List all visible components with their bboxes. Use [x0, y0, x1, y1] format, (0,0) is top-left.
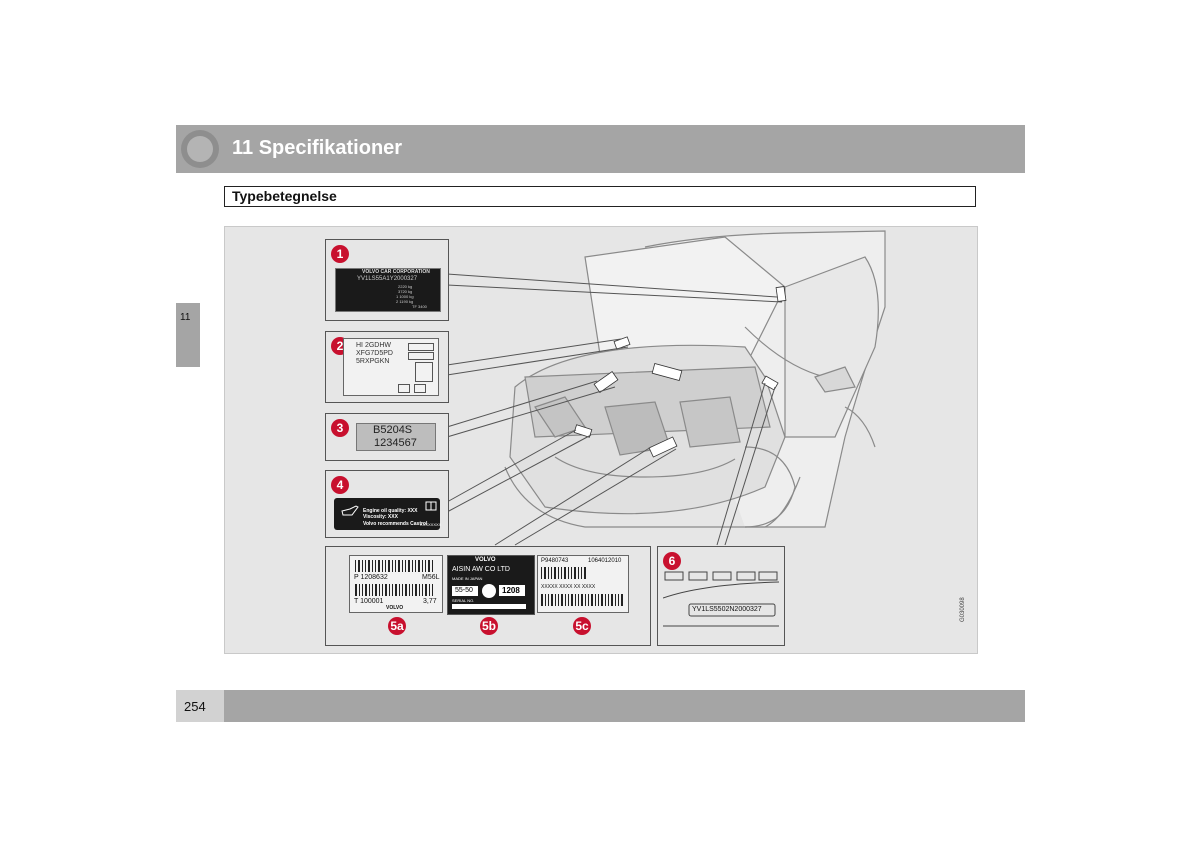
callout-badge-5c: 5c	[573, 617, 591, 635]
chapter-side-tab	[176, 303, 200, 367]
oil-quality: Engine oil quality: XXX	[363, 508, 418, 514]
plate-2-box	[408, 343, 434, 351]
plate-5b-field	[452, 586, 478, 596]
volvo-logo-text: VOLVO	[386, 605, 404, 611]
chapter-title: 11 Specifikationer	[232, 137, 403, 159]
chapter-icon	[181, 130, 219, 168]
plate-5c-code-row: XXXXX XXXX XX XXXX	[541, 584, 596, 590]
plate-5b-origin: MADE IN JAPAN	[452, 576, 483, 581]
callout-badge-5a: 5a	[388, 617, 406, 635]
barcode	[541, 567, 586, 579]
plate-1-line: 3720 kg	[398, 289, 413, 294]
vehicle-id-plate	[335, 268, 441, 312]
oil-can-icon	[341, 505, 359, 516]
engine-type: B5204S	[373, 424, 413, 436]
gearbox-part-number: P 1208632	[354, 574, 388, 581]
barcode	[355, 584, 433, 596]
plate-5c-number: 1064012010	[588, 558, 622, 564]
plate-2-box	[415, 362, 433, 382]
plate-2-box	[414, 384, 426, 393]
plate-5b-serial-field	[452, 604, 526, 609]
windscreen-vin-detail	[663, 571, 780, 627]
plate-1-line: 1 1000 kg	[396, 294, 414, 299]
plate-2-box	[408, 352, 434, 360]
plate-5b-type: 55-50	[455, 587, 473, 594]
vin-number: YV1LS5502N2000327	[692, 606, 762, 613]
plate-2-line: HI 2GDHW	[356, 342, 391, 349]
callout-badge-5b: 5b	[480, 617, 498, 635]
plate-5b-field	[499, 585, 525, 596]
oil-viscosity: Viscosity: XXX	[363, 514, 398, 520]
plate-2-box	[398, 384, 410, 393]
page-number-box	[176, 690, 224, 722]
plate-1-line: 2 1190 kg	[396, 299, 414, 304]
engine-oil-label	[334, 498, 440, 530]
footer-bar	[224, 690, 1025, 722]
callout-badge-3: 3	[331, 419, 349, 437]
plate-1-line: YV1LS55A1Y2000327	[357, 276, 418, 282]
plate-5b-serial-label: SERIAL NO.	[452, 598, 475, 603]
paint-code-plate	[343, 338, 439, 396]
engine-serial: 1234567	[374, 437, 417, 449]
callout-badge-1: 1	[331, 245, 349, 263]
oil-code: XXXXXXXX	[420, 522, 442, 527]
plate-1-line: TF 3400	[412, 304, 427, 309]
gearbox-model: M56L	[422, 574, 440, 581]
gearbox-serial: T 100001	[354, 598, 384, 605]
page-number: 254	[184, 699, 206, 714]
plate-5b-circle	[482, 584, 496, 598]
figure-code: G030098	[960, 597, 966, 622]
side-tab-label: 11	[180, 312, 191, 323]
plate-5b-maker: AISIN AW CO LTD	[452, 566, 510, 573]
plate-1-line: VOLVO CAR CORPORATION	[362, 269, 430, 275]
barcode	[355, 560, 433, 572]
gearbox-ratio: 3,77	[423, 598, 437, 605]
engine-number-plate	[356, 423, 436, 451]
manual-book-icon	[425, 501, 437, 511]
section-title: Typebetegnelse	[232, 188, 337, 204]
plate-5b-code: 1208	[502, 586, 520, 595]
chapter-header-bar	[176, 125, 1025, 173]
callout-badge-4: 4	[331, 476, 349, 494]
section-title-frame	[224, 186, 976, 207]
plate-2-line: XFG7D5PD	[356, 350, 393, 357]
plate-5b-brand: VOLVO	[475, 557, 496, 563]
oil-recommendation: Volvo recommends Castrol	[363, 521, 428, 527]
car-illustration	[446, 230, 886, 546]
barcode	[541, 594, 623, 606]
plate-2-line: 5RXPGKN	[356, 358, 390, 365]
callout-badge-6: 6	[663, 552, 681, 570]
plate-5c-part: P9480743	[541, 558, 569, 564]
plate-1-line: 2220 kg	[398, 284, 413, 289]
